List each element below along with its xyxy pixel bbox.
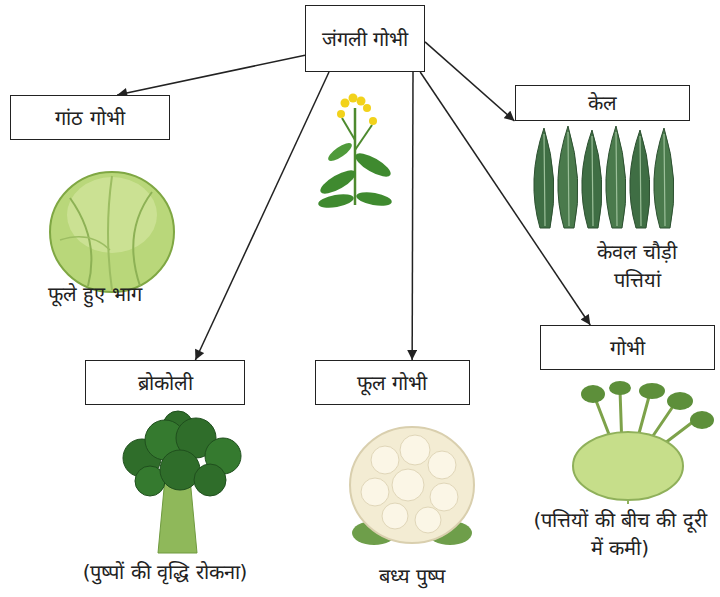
caption-text: फूले हुए भाग <box>0 280 195 308</box>
kohlrabi-picture <box>573 381 714 504</box>
box-text: केल <box>588 89 617 117</box>
arrow-connector <box>117 55 305 95</box>
box-text: गोभी <box>610 334 645 362</box>
category-box: गांठ गोभी <box>10 95 170 140</box>
cauliflower-picture <box>350 427 474 545</box>
arrow-connector <box>195 72 329 360</box>
broccoli-picture <box>123 411 241 553</box>
category-box: ब्रोकोली <box>85 360 245 405</box>
category-box: जंगली गोभी <box>305 5 425 72</box>
wild-cabbage-picture <box>317 94 394 211</box>
box-text: जंगली गोभी <box>322 25 408 53</box>
category-box: केल <box>515 85 690 121</box>
arrow-connector <box>411 72 413 360</box>
box-text: गांठ गोभी <box>55 104 124 132</box>
arrow-connector <box>425 42 515 121</box>
category-box: गोभी <box>540 325 715 370</box>
caption-text: बध्य पुष्प <box>332 562 492 590</box>
box-text: फूल गोभी <box>357 369 427 397</box>
category-box: फूल गोभी <box>315 360 470 405</box>
kale-picture <box>534 126 674 228</box>
caption-text: (पुष्पों की वृद्धि रोकना) <box>15 558 315 586</box>
cabbage-picture <box>50 172 174 292</box>
caption-text: केवल चौड़ी पत्तियां <box>572 238 702 294</box>
caption-text: (पत्तियों की बीच की दूरी में कमी) <box>525 506 715 562</box>
box-text: ब्रोकोली <box>138 369 193 397</box>
